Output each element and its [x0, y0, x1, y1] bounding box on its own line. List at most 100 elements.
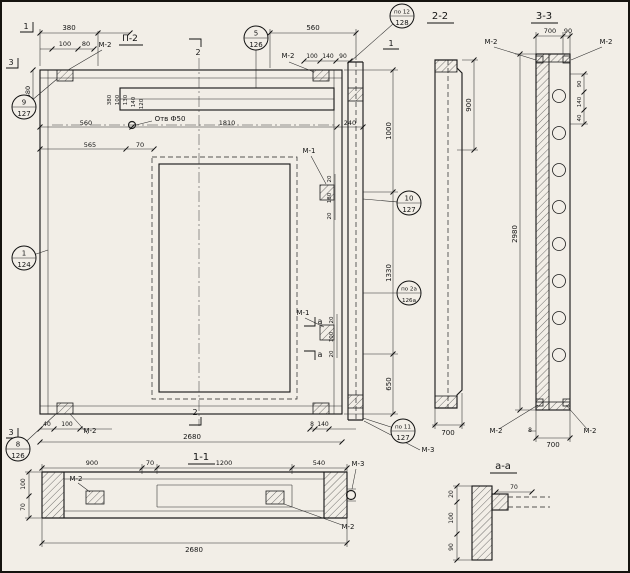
- callout-po11-127: по 11 127: [362, 417, 416, 444]
- dim-text: 90: [577, 80, 583, 87]
- dim-text: 900: [465, 98, 473, 111]
- dim-text: 80: [82, 40, 90, 48]
- callout-top-number: по 11: [395, 425, 411, 431]
- dim-text: 20: [448, 490, 455, 498]
- dim-text: 90: [339, 53, 347, 60]
- opening: [158, 163, 291, 393]
- dim-text: 700: [441, 429, 454, 437]
- section-3-3-title: 3-3: [536, 11, 552, 22]
- callout-bottom-number: 127: [17, 110, 30, 118]
- callout-top-number: 8: [16, 441, 20, 449]
- callout-bottom-number: 127: [396, 434, 409, 442]
- callout-bottom-number: 127: [402, 206, 415, 214]
- edge-rib: [347, 61, 364, 421]
- dim-text: 1200: [216, 459, 233, 467]
- callout-top-number: по 12: [394, 10, 410, 16]
- embed-plates-m2: [56, 69, 330, 415]
- callout-bottom-number: 124: [17, 261, 31, 269]
- dim-text: 565: [84, 141, 96, 149]
- dim-text: 380: [24, 86, 32, 98]
- dim-text: 70: [20, 503, 27, 511]
- callout-bottom-number: 128: [395, 19, 408, 27]
- callout-top-number: по 2а: [401, 287, 417, 293]
- dim-text: 700: [546, 441, 559, 449]
- cut-flags: [6, 22, 399, 439]
- callout-leader: [32, 78, 58, 100]
- section-1-1-title: 1-1: [193, 452, 209, 463]
- dim-text: 380: [62, 24, 75, 32]
- dim-text: 900: [86, 459, 98, 467]
- panel-title: П-2: [122, 34, 138, 44]
- embed-plates-m2: [535, 55, 571, 407]
- label-m2: М-2: [281, 52, 294, 60]
- label-m1: М-1: [302, 147, 315, 155]
- callout-bottom-number: 126: [249, 41, 263, 49]
- dim-text: 240: [344, 119, 356, 127]
- dim-text: 90: [448, 543, 455, 551]
- dim-text: 100: [61, 421, 73, 428]
- section-2-2-title: 2-2: [432, 11, 448, 22]
- section-a-a-title: а-а: [495, 461, 511, 472]
- dim-text: 650: [385, 377, 393, 390]
- dim-text: 540: [313, 459, 325, 467]
- callout-top-number: 10: [405, 195, 414, 203]
- dim-text: 70: [136, 141, 144, 149]
- label-hole: Отв Ф50: [155, 115, 186, 123]
- dim-text: 120: [139, 98, 145, 109]
- section-1-1: [41, 471, 357, 519]
- callout-leader: [362, 198, 398, 203]
- callout-top-number: 9: [22, 99, 26, 107]
- opening-hidden-edge: [151, 156, 298, 400]
- cut-mark-a: а: [318, 317, 323, 326]
- dim-text: 90: [564, 27, 572, 35]
- dim-text: 20: [327, 175, 333, 182]
- dim-text: 560: [306, 24, 319, 32]
- dim-text: 140: [131, 96, 137, 107]
- dim-text: 100: [306, 53, 318, 60]
- section-2-2: [434, 59, 463, 409]
- dim-text: 1000: [385, 122, 393, 140]
- label-m2: М-2: [83, 427, 96, 435]
- front-view: [39, 58, 364, 426]
- dimension-lines: [25, 29, 588, 563]
- label-m3: М-3: [421, 446, 434, 454]
- cut-mark-1: 1: [388, 39, 393, 48]
- dim-text: 1330: [385, 264, 393, 282]
- callout-leader: [35, 249, 49, 255]
- callout-top-number: 1: [22, 250, 26, 258]
- dim-text: 100: [59, 40, 71, 48]
- cut-mark-a: а: [318, 350, 323, 359]
- label-m2: М-2: [489, 427, 502, 435]
- dim-text: 180: [327, 192, 333, 203]
- title-underlines: [119, 22, 558, 474]
- dim-text: 130: [123, 94, 129, 105]
- callout-bottom-number: 126а: [402, 298, 416, 304]
- callout-leader: [349, 23, 394, 63]
- dim-text: 20: [327, 212, 333, 219]
- cut-mark-2: 2: [192, 408, 197, 417]
- section-a-a: [471, 485, 550, 561]
- dim-text: 2680: [185, 546, 203, 554]
- dim-text: 40: [577, 114, 583, 121]
- callout-leader: [362, 417, 392, 428]
- hollow-cores: [552, 89, 566, 362]
- m3-anchor-loop: [345, 489, 357, 501]
- cut-mark-1: 1: [23, 22, 28, 31]
- dim-text: 380: [107, 94, 113, 105]
- dim-text: 700: [544, 27, 556, 35]
- cut-mark-3: 3: [8, 428, 13, 437]
- label-m2: М-2: [484, 38, 497, 46]
- embed-plates-m1: [319, 184, 335, 341]
- dim-text: 100: [329, 331, 335, 342]
- dim-text: 560: [80, 119, 92, 127]
- callout-leader: [26, 412, 58, 442]
- label-m1: М-1: [296, 309, 309, 317]
- dim-text: 20: [329, 350, 335, 357]
- dim-text: 100: [20, 478, 27, 490]
- dim-text: 40: [43, 421, 51, 428]
